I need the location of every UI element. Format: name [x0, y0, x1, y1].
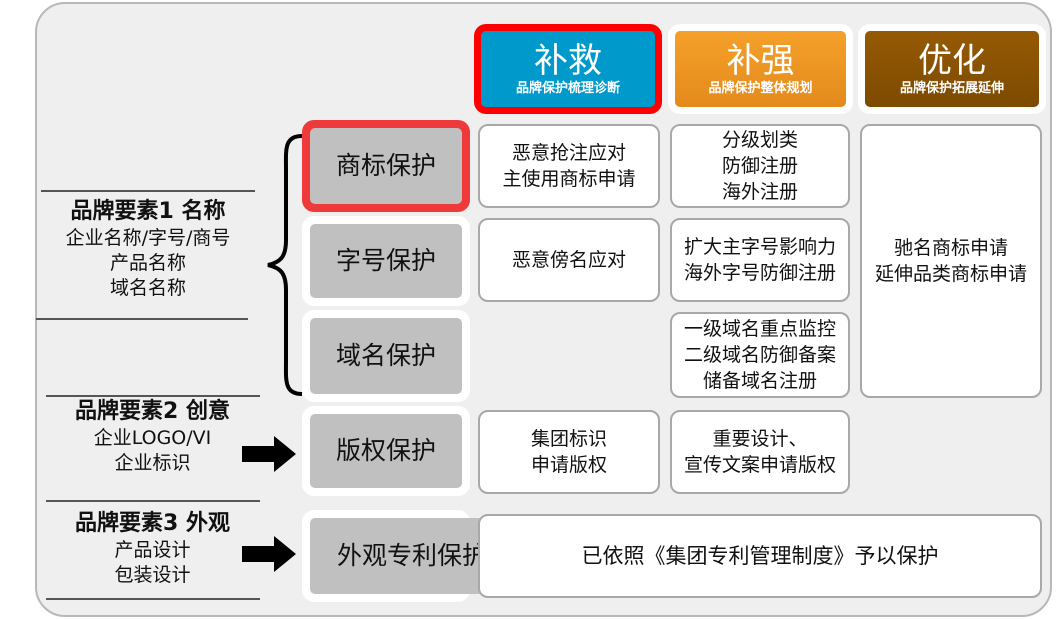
strengthen-copyright: 重要设计、宣传文案申请版权: [670, 410, 850, 494]
protection-tradename: 字号保护: [302, 216, 470, 306]
box-line: 海外注册: [721, 181, 798, 203]
protection-label: 域名保护: [310, 318, 462, 394]
box-line: 海外字号防御注册: [683, 262, 836, 284]
box-line: 二级域名防御备案: [683, 344, 836, 366]
design-patent-note: 已依照《集团专利管理制度》予以保护: [478, 514, 1042, 598]
header-title: 优化: [918, 41, 986, 81]
brand-element-1: 品牌要素1 名称企业名称/字号/商号产品名称域名名称: [38, 198, 258, 301]
header-subtitle: 品牌保护整体规划: [708, 81, 813, 96]
element-title: 品牌要素3 外观: [75, 511, 230, 536]
box-line: 集团标识: [530, 428, 607, 450]
box-line: 主使用商标申请: [502, 168, 636, 190]
divider: [36, 318, 248, 320]
element-line: 企业标识: [114, 452, 191, 474]
header-title: 补救: [534, 41, 602, 81]
remedy-copyright: 集团标识申请版权: [478, 410, 660, 494]
protection-trademark: 商标保护: [302, 120, 470, 212]
element-title: 品牌要素2 创意: [75, 399, 230, 424]
box-line: 扩大主字号影响力: [683, 236, 836, 258]
box-line: 已依照《集团专利管理制度》予以保护: [581, 544, 939, 568]
element-title: 品牌要素1 名称: [70, 199, 226, 224]
box-line: 驰名商标申请: [893, 237, 1008, 259]
box-line: 恶意傍名应对: [511, 249, 626, 271]
box-line: 宣传文案申请版权: [683, 454, 836, 476]
remedy-tradename: 恶意傍名应对: [478, 218, 660, 302]
divider: [46, 395, 260, 397]
strengthen-trademark: 分级划类防御注册海外注册: [670, 124, 850, 208]
header-subtitle: 品牌保护梳理诊断: [515, 81, 620, 96]
element-line: 包装设计: [114, 564, 191, 586]
optimize-box: 驰名商标申请延伸品类商标申请: [860, 124, 1042, 398]
protection-domain: 域名保护: [302, 310, 470, 402]
box-line: 储备域名注册: [702, 370, 817, 392]
box-line: 恶意抢注应对: [511, 142, 626, 164]
element-line: 域名名称: [109, 277, 186, 299]
brand-element-2: 品牌要素2 创意企业LOGO/VI 企业标识: [40, 398, 265, 476]
strengthen-domain: 一级域名重点监控二级域名防御备案储备域名注册: [670, 312, 850, 398]
box-line: 延伸品类商标申请: [874, 263, 1027, 285]
brace-icon: [267, 134, 303, 396]
element-line: 企业LOGO/VI: [93, 427, 212, 449]
protection-copyright: 版权保护: [302, 406, 470, 496]
protection-label: 商标保护: [310, 128, 462, 204]
element-line: 企业名称/字号/商号: [65, 227, 231, 249]
box-line: 一级域名重点监控: [683, 318, 836, 340]
header-remedy: 补救品牌保护梳理诊断: [474, 24, 662, 114]
protection-label: 版权保护: [310, 414, 462, 488]
arrow-right-icon: [242, 436, 296, 472]
divider: [41, 190, 255, 192]
divider: [46, 598, 260, 600]
arrow-right-icon: [242, 536, 296, 572]
header-strengthen: 补强品牌保护整体规划: [668, 24, 853, 114]
remedy-trademark: 恶意抢注应对主使用商标申请: [478, 124, 660, 208]
element-line: 产品名称: [109, 252, 186, 274]
box-line: 重要设计、: [712, 428, 808, 450]
header-subtitle: 品牌保护拓展延伸: [899, 81, 1004, 96]
protection-design-patent: 外观专利保护: [302, 510, 514, 602]
box-line: 申请版权: [530, 454, 607, 476]
protection-label: 字号保护: [310, 224, 462, 298]
brand-element-3: 品牌要素3 外观产品设计包装设计: [40, 510, 265, 588]
header-optimize: 优化品牌保护拓展延伸: [858, 24, 1046, 114]
element-line: 产品设计: [114, 539, 191, 561]
box-line: 分级划类: [721, 129, 798, 151]
strengthen-tradename: 扩大主字号影响力海外字号防御注册: [670, 218, 850, 302]
box-line: 防御注册: [721, 155, 798, 177]
divider: [46, 500, 260, 502]
header-title: 补强: [726, 41, 795, 81]
